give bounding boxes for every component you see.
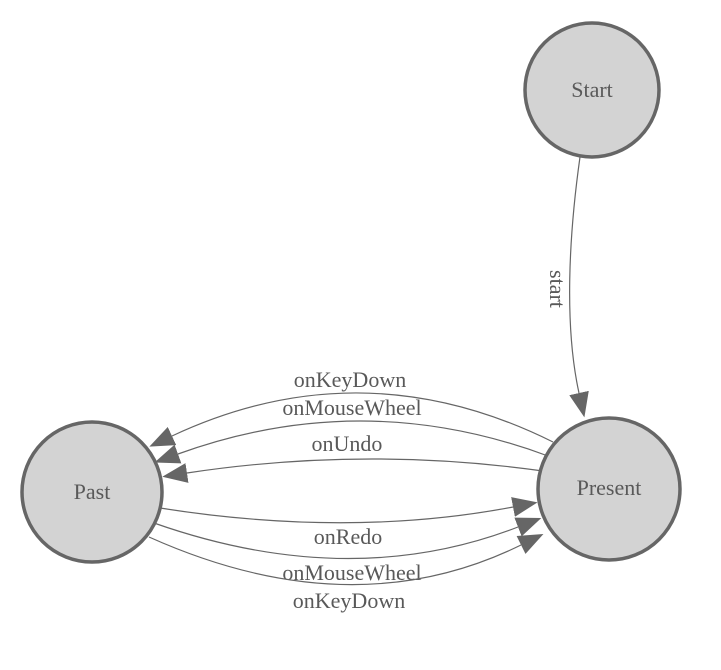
state-node-label-present: Present	[577, 475, 642, 500]
state-circle-start[interactable]	[523, 21, 661, 159]
edge-present-to-past-onundo[interactable]	[162, 458, 544, 483]
edge-label-onredo: onRedo	[314, 524, 382, 549]
edge-label-onkeydown-lower: onKeyDown	[293, 588, 405, 613]
state-node-present[interactable]: Present	[536, 416, 682, 562]
state-circle-present[interactable]	[536, 416, 682, 562]
edge-start-to-present[interactable]	[569, 156, 589, 418]
edge-label-onkeydown-upper: onKeyDown	[294, 367, 406, 392]
state-node-start[interactable]: Start	[523, 21, 661, 159]
edge-label-onundo: onUndo	[312, 431, 383, 456]
edge-present-to-past-onmousewheel[interactable]	[154, 420, 549, 464]
edge-past-to-present-onmousewheel[interactable]	[153, 517, 542, 560]
state-node-past[interactable]: Past	[20, 420, 164, 564]
edge-label-onmousewheel-upper: onMouseWheel	[282, 395, 421, 420]
state-circle-past[interactable]	[20, 420, 164, 564]
state-node-label-start: Start	[571, 77, 613, 102]
edge-past-to-present-onredo[interactable]	[159, 497, 538, 524]
edge-present-to-past-onkeydown[interactable]	[149, 392, 554, 447]
state-node-label-past: Past	[74, 479, 111, 504]
edge-past-to-present-onkeydown[interactable]	[148, 533, 544, 586]
edge-label-start: start	[545, 270, 570, 308]
edge-label-onmousewheel-lower: onMouseWheel	[282, 560, 421, 585]
